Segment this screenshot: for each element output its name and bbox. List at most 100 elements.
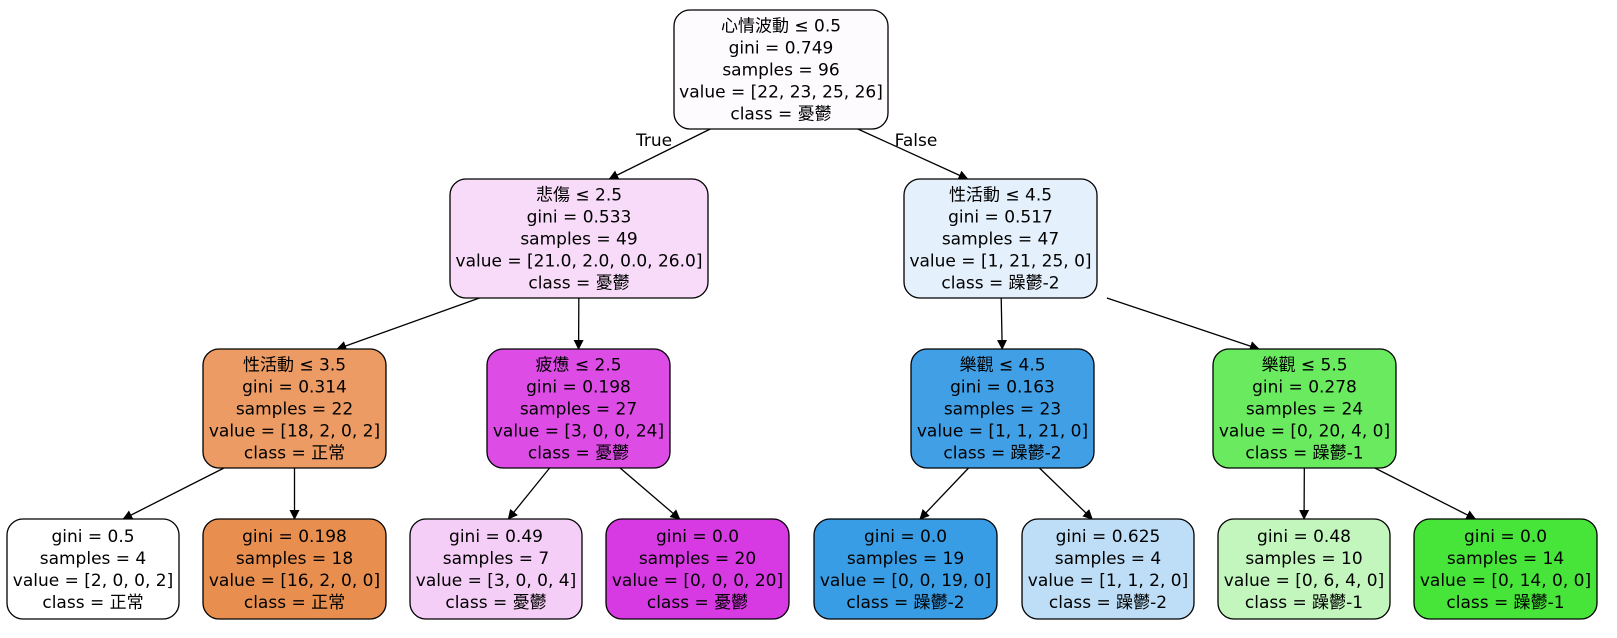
node-text-line: 疲憊 ≤ 2.5	[535, 356, 621, 376]
node-text-line: gini = 0.163	[950, 378, 1055, 398]
node-box	[409, 518, 583, 620]
node-text-line: samples = 18	[236, 549, 353, 569]
node-text-line: samples = 24	[1246, 400, 1363, 420]
node-text-line: gini = 0.0	[656, 527, 739, 547]
edge-arrow	[122, 467, 225, 520]
node-text-line: class = 憂鬱	[445, 593, 546, 613]
node-text-line: gini = 0.5	[51, 527, 134, 547]
node-text-line: gini = 0.314	[242, 378, 347, 398]
node-text-line: class = 憂鬱	[528, 444, 629, 464]
node-text-line: gini = 0.533	[527, 208, 632, 228]
edge-label-false: False	[895, 131, 938, 151]
node-text-line: samples = 19	[847, 549, 964, 569]
node-box	[202, 518, 387, 620]
node-text-line: gini = 0.198	[242, 527, 347, 547]
node-box	[673, 9, 889, 130]
node-text-line: gini = 0.517	[948, 208, 1053, 228]
edge-arrow	[857, 128, 969, 180]
node-text-line: samples = 22	[236, 400, 353, 420]
node-box	[449, 178, 709, 299]
tree-edge	[919, 467, 970, 520]
node-box	[903, 178, 1098, 299]
node-text-line: value = [2, 0, 0, 2]	[13, 571, 173, 591]
node-text-line: class = 躁鬱-1	[1245, 593, 1363, 613]
node-text-line: value = [16, 2, 0, 0]	[209, 571, 380, 591]
node-box	[605, 518, 790, 620]
node-box	[910, 348, 1095, 469]
tree-edge	[507, 467, 551, 520]
node-text-line: 心情波動 ≤ 0.5	[721, 17, 841, 37]
node-text-line: samples = 10	[1245, 549, 1362, 569]
node-text-line: gini = 0.749	[729, 39, 834, 59]
node-text-line: samples = 23	[944, 400, 1061, 420]
node-text-line: class = 躁鬱-2	[846, 593, 964, 613]
node-text-line: samples = 7	[443, 549, 550, 569]
tree-edge	[1374, 467, 1477, 520]
node-text-line: class = 躁鬱-1	[1245, 444, 1363, 464]
node-text-line: 性活動 ≤ 4.5	[949, 186, 1052, 206]
node-text-line: gini = 0.198	[526, 378, 631, 398]
node-text-line: value = [0, 20, 4, 0]	[1219, 422, 1390, 442]
node-text-line: samples = 14	[1447, 549, 1564, 569]
tree-edge: True	[608, 128, 711, 180]
node-text-line: value = [1, 1, 21, 0]	[917, 422, 1088, 442]
node-text-line: value = [3, 0, 0, 24]	[493, 422, 664, 442]
node-text-line: samples = 27	[520, 400, 637, 420]
tree-edge	[997, 297, 1008, 350]
node-text-line: gini = 0.0	[864, 527, 947, 547]
node-box	[6, 518, 180, 620]
edge-arrow	[1038, 467, 1093, 520]
node-text-line: value = [0, 0, 0, 20]	[612, 571, 783, 591]
node-text-line: class = 躁鬱-2	[941, 274, 1059, 294]
node-text-line: class = 正常	[42, 593, 143, 613]
node-text-line: value = [18, 2, 0, 2]	[209, 422, 380, 442]
node-box	[202, 348, 387, 469]
node-text-line: samples = 20	[639, 549, 756, 569]
edge-arrow	[919, 467, 970, 520]
node-text-line: class = 憂鬱	[647, 593, 748, 613]
edge-arrow	[619, 467, 681, 520]
tree-edge	[336, 297, 480, 351]
edge-arrow	[336, 297, 480, 351]
edge-arrow	[1106, 297, 1260, 351]
node-text-line: samples = 4	[1055, 549, 1162, 569]
node-text-line: 悲傷 ≤ 2.5	[536, 186, 622, 206]
edge-arrow	[997, 297, 1008, 350]
node-text-line: value = [3, 0, 0, 4]	[416, 571, 576, 591]
node-text-line: value = [1, 21, 25, 0]	[909, 252, 1091, 272]
node-text-line: samples = 47	[942, 230, 1059, 250]
node-text-line: class = 躁鬱-2	[943, 444, 1061, 464]
node-text-line: 樂觀 ≤ 5.5	[1261, 356, 1347, 376]
tree-edge	[1038, 467, 1093, 520]
edge-label-true: True	[635, 131, 672, 151]
node-box	[486, 348, 671, 469]
node-text-line: gini = 0.625	[1056, 527, 1161, 547]
node-text-line: class = 正常	[244, 444, 345, 464]
node-text-line: samples = 49	[520, 230, 637, 250]
node-text-line: class = 憂鬱	[730, 105, 831, 125]
tree-edge: False	[857, 128, 969, 180]
tree-edge	[122, 467, 225, 520]
node-text-line: samples = 96	[722, 61, 839, 81]
node-text-line: samples = 4	[40, 549, 147, 569]
edge-arrow	[1374, 467, 1477, 520]
node-text-line: class = 躁鬱-1	[1446, 593, 1564, 613]
node-text-line: class = 憂鬱	[528, 274, 629, 294]
node-text-line: 性活動 ≤ 3.5	[243, 356, 346, 376]
tree-edge	[1106, 297, 1260, 351]
node-text-line: 樂觀 ≤ 4.5	[959, 356, 1045, 376]
